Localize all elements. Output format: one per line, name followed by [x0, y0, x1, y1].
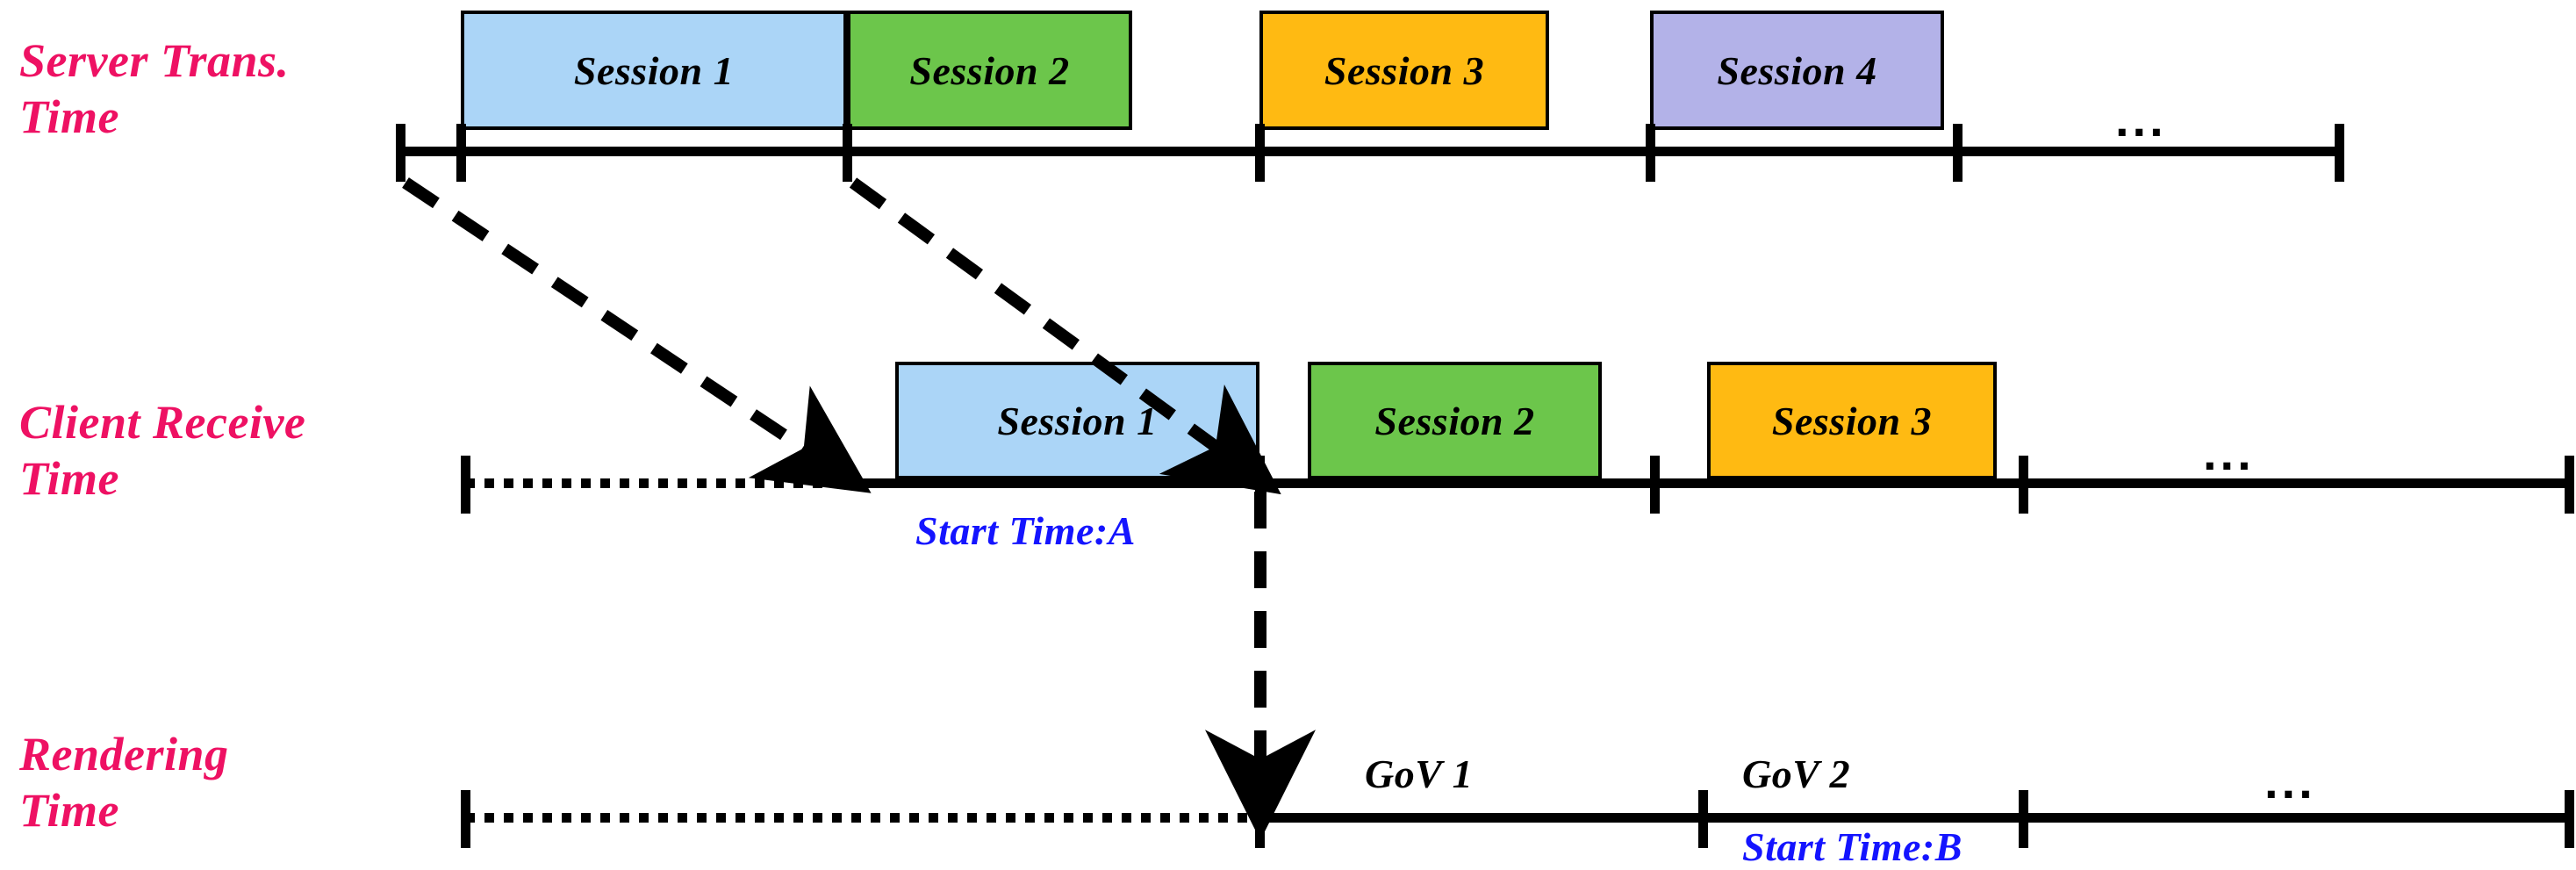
rendering-axis-tick-1 — [1255, 790, 1265, 848]
client-session-box-1-label: Session 1 — [997, 398, 1158, 443]
rendering-time-axis-dotted — [465, 813, 1259, 823]
gov-segment-label-1: GoV 1 — [1365, 751, 1474, 796]
rendering-axis-tick-2 — [1698, 790, 1708, 848]
server-session-box-3-label: Session 3 — [1324, 47, 1485, 93]
client-axis-tick-2 — [1650, 456, 1660, 514]
client-axis-tick-1 — [1255, 456, 1265, 514]
rendering-time-axis — [1257, 813, 2573, 823]
client-row-ellipsis: ... — [2203, 425, 2255, 480]
gov-segment-label-2: GoV 2 — [1742, 751, 1851, 796]
server-row-ellipsis: ... — [2115, 91, 2167, 147]
server-axis-tick-0 — [396, 124, 405, 182]
rendering-axis-tick-4 — [2565, 790, 2574, 848]
server-axis-tick-5 — [1953, 124, 1962, 182]
server-axis-tick-4 — [1646, 124, 1655, 182]
client-time-axis-dotted — [465, 478, 847, 488]
server-session-box-1-label: Session 1 — [573, 47, 735, 93]
client-session-box-2-label: Session 2 — [1374, 398, 1535, 443]
start-time-b-note: Start Time:B — [1742, 824, 1962, 869]
start-time-a-note: Start Time:A — [915, 508, 1136, 553]
row-label-server-trans-time: Server Trans. Time — [19, 34, 290, 143]
client-time-axis — [845, 478, 2574, 488]
server-session-box-2: Session 2 — [847, 11, 1132, 130]
row-label-client-receive-time: Client Receive Time — [19, 396, 306, 505]
client-axis-tick-0 — [461, 456, 470, 514]
row-label-rendering-time: Rendering Time — [19, 728, 229, 837]
client-axis-tick-4 — [2565, 456, 2574, 514]
client-session-box-1: Session 1 — [895, 362, 1259, 479]
server-session-box-3: Session 3 — [1259, 11, 1549, 130]
rendering-axis-tick-3 — [2019, 790, 2028, 848]
server-axis-tick-3 — [1255, 124, 1265, 182]
server-axis-tick-1 — [456, 124, 466, 182]
server-session-box-2-label: Session 2 — [909, 47, 1070, 93]
server-session-box-4-label: Session 4 — [1717, 47, 1877, 93]
client-session-box-3-label: Session 3 — [1771, 398, 1933, 443]
rendering-axis-tick-0 — [461, 790, 470, 848]
client-session-box-2: Session 2 — [1308, 362, 1602, 479]
client-axis-tick-3 — [2019, 456, 2028, 514]
server-time-axis — [400, 147, 2344, 156]
server-axis-tick-6 — [2335, 124, 2344, 182]
server-session-box-1: Session 1 — [461, 11, 847, 130]
rendering-row-ellipsis: ... — [2264, 753, 2316, 809]
session1-transfer-arrow — [402, 177, 872, 493]
server-session-box-4: Session 4 — [1650, 11, 1944, 130]
client-session-box-3: Session 3 — [1707, 362, 1997, 479]
server-axis-tick-2 — [843, 124, 852, 182]
